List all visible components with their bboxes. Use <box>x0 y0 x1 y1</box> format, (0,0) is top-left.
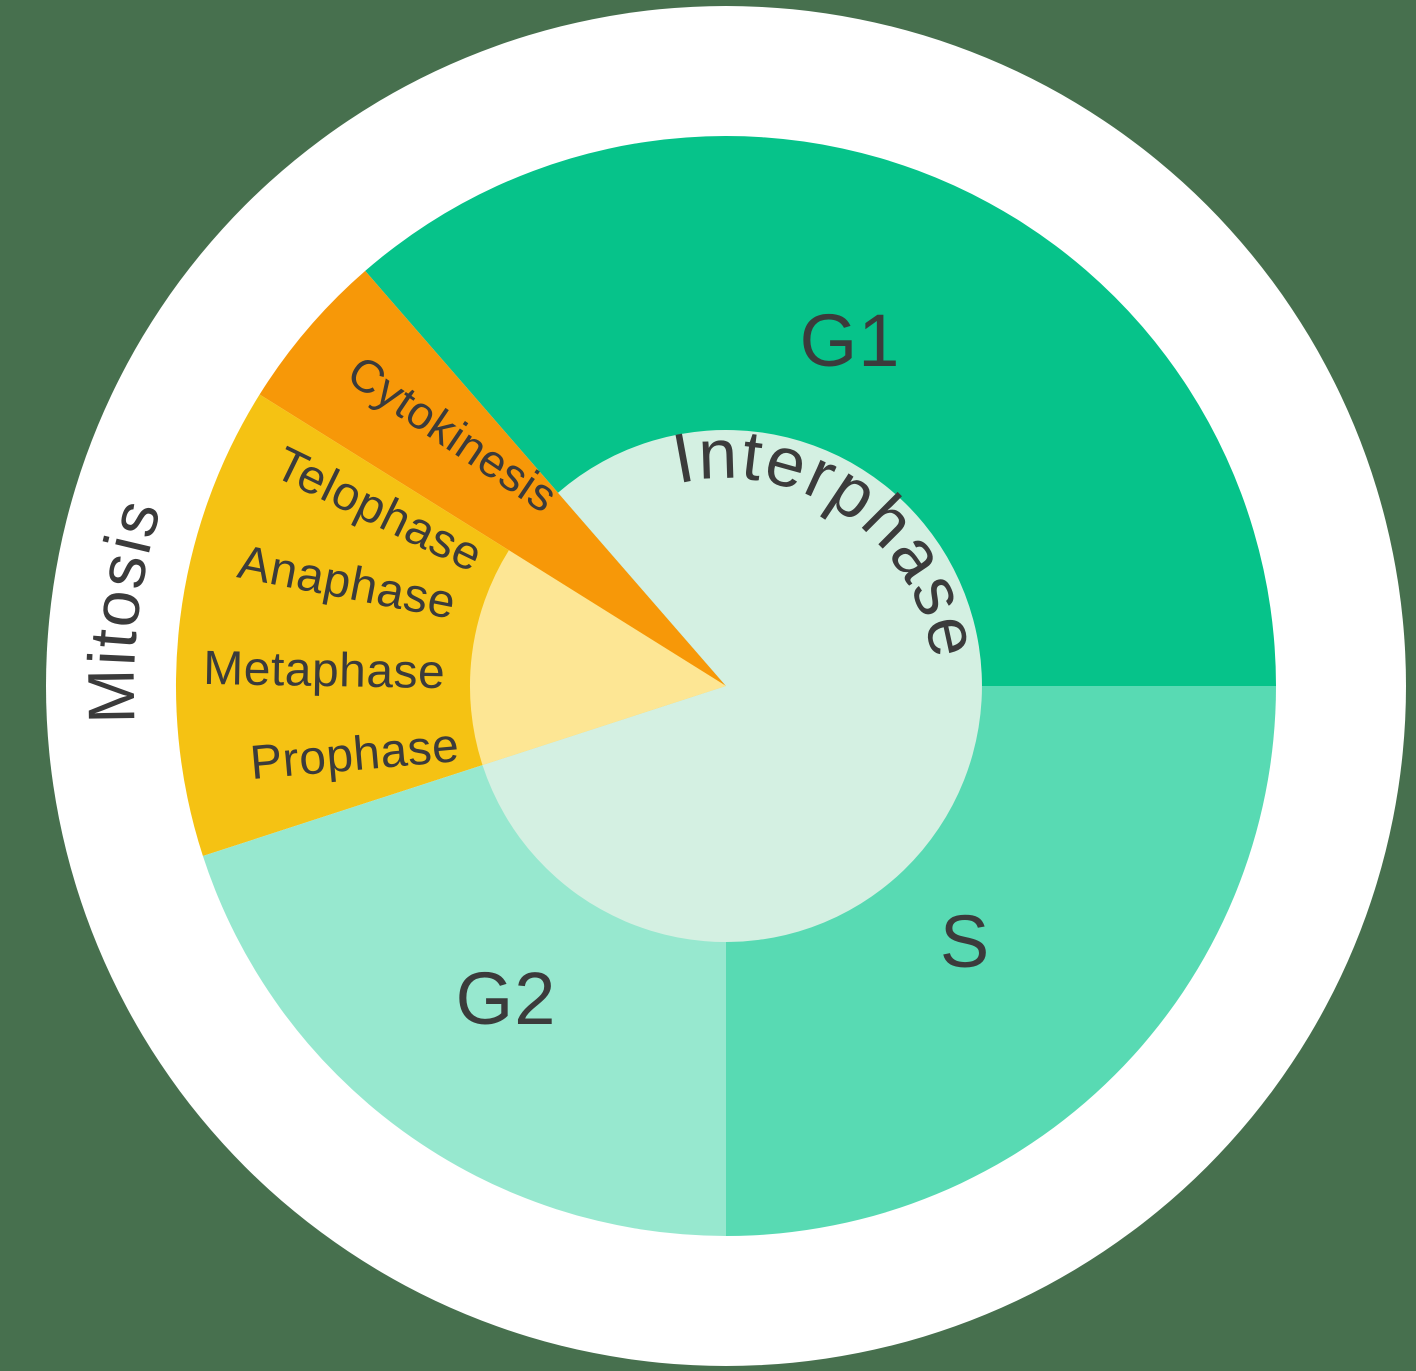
inner-overlays <box>469 429 982 942</box>
sector-g1 <box>365 136 1276 686</box>
sector-label-s: S <box>940 900 990 983</box>
overlay-interphase-core <box>482 429 982 942</box>
sector-cytokinesis <box>259 270 726 686</box>
overlay-mitosis-core <box>469 550 726 766</box>
sector-mitosis-phases <box>175 394 726 856</box>
phase-label-metaphase: Metaphase <box>203 642 446 699</box>
sector-label-g1: G1 <box>800 299 901 382</box>
sector-label-g2: G2 <box>456 957 557 1040</box>
